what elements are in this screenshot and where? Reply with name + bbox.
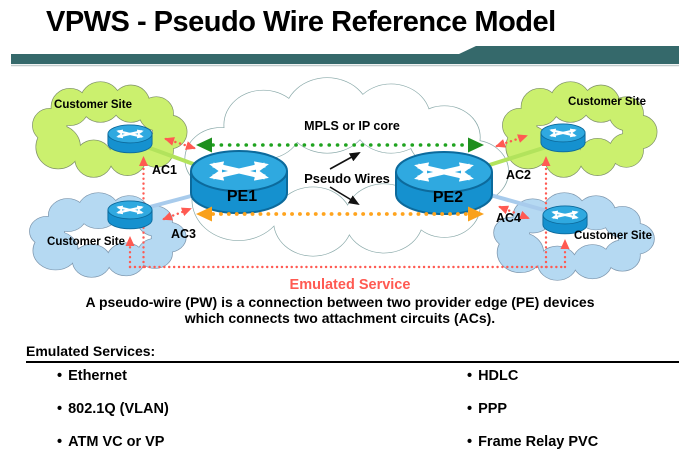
bullet-icon: •	[467, 434, 473, 450]
service-item-ppp: • PPP	[467, 401, 507, 417]
bullet-icon: •	[467, 368, 473, 384]
service-item-8021q: • 802.1Q (VLAN)	[57, 401, 169, 417]
pe1-label: PE1	[226, 188, 258, 205]
customer-site-label-top-right: Customer Site	[568, 96, 646, 108]
customer-site-label-bottom-right: Customer Site	[574, 230, 652, 242]
service-item-hdlc: • HDLC	[467, 368, 518, 384]
service-item-atm: • ATM VC or VP	[57, 434, 164, 450]
service-item-frame-relay: • Frame Relay PVC	[467, 434, 598, 450]
pseudo-wires-pointer-arrows	[329, 152, 361, 206]
service-item-label: PPP	[478, 401, 508, 417]
ac3-label: AC3	[171, 227, 197, 241]
pseudo-wire-orange	[196, 206, 484, 222]
ac3-red-arrow	[162, 207, 192, 221]
bullet-icon: •	[467, 401, 473, 417]
bullet-icon: •	[57, 401, 63, 417]
description-line-1: A pseudo-wire (PW) is a connection betwe…	[85, 294, 595, 310]
ac1-label: AC1	[152, 163, 178, 177]
service-item-label: HDLC	[478, 368, 519, 384]
service-item-label: 802.1Q (VLAN)	[68, 401, 169, 417]
description-line-2: which connects two attachment circuits (…	[184, 310, 496, 326]
pseudo-wire-green	[196, 137, 484, 153]
ac2-label: AC2	[506, 168, 532, 182]
ac4-red-arrow	[498, 205, 530, 220]
ce-router-icon-bottom-left	[108, 201, 152, 229]
ce-router-icon-top-right	[541, 124, 585, 152]
service-item-label: Ethernet	[68, 368, 127, 384]
ac1-red-arrow	[164, 137, 196, 150]
pointer-arrow-down	[329, 186, 360, 206]
service-item-label: ATM VC or VP	[68, 434, 165, 450]
service-item-ethernet: • Ethernet	[57, 368, 127, 384]
customer-site-label-bottom-left: Customer Site	[47, 236, 125, 248]
pseudo-wires-label: Pseudo Wires	[304, 171, 390, 186]
slide-title: VPWS - Pseudo Wire Reference Model	[46, 6, 556, 38]
bullet-icon: •	[57, 368, 63, 384]
ce-router-icon-top-left	[108, 125, 152, 153]
bullet-icon: •	[57, 434, 63, 450]
core-cloud-label: MPLS or IP core	[304, 119, 400, 133]
emulated-services-heading: Emulated Services:	[26, 343, 156, 359]
title-bar	[11, 46, 679, 64]
ac2-red-arrow	[495, 134, 528, 148]
emulated-service-label: Emulated Service	[289, 277, 411, 293]
ac4-label: AC4	[496, 211, 522, 225]
customer-site-label-top-left: Customer Site	[54, 99, 132, 111]
pe2-label: PE2	[432, 189, 464, 206]
service-item-label: Frame Relay PVC	[478, 434, 599, 450]
pointer-arrow-up	[329, 152, 361, 170]
divider-rule	[26, 361, 679, 363]
description-text: A pseudo-wire (PW) is a connection betwe…	[20, 294, 660, 326]
